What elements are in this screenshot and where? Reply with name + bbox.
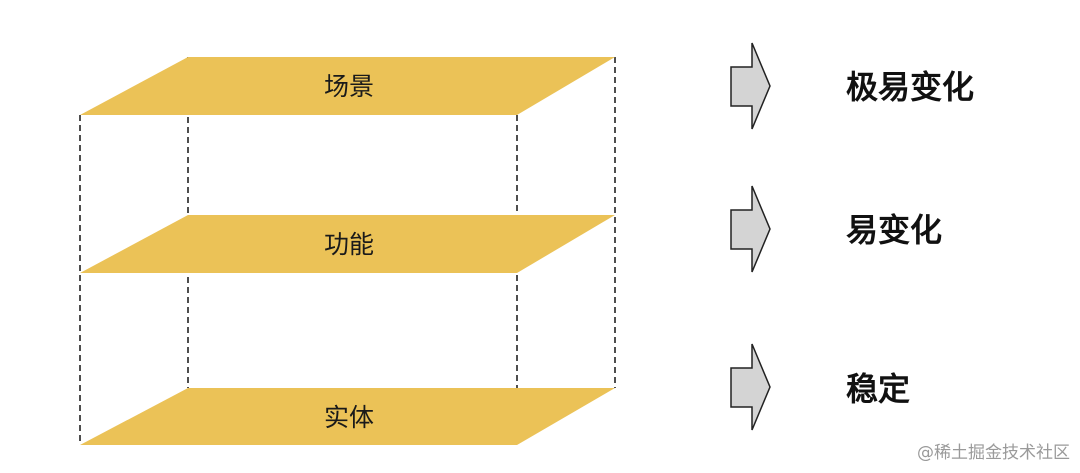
stability-label-entity: 稳定: [846, 370, 910, 408]
layer-label-function: 功能: [324, 230, 374, 259]
chevron-arrow-right-icon: [730, 185, 771, 273]
chevron-arrow-right-icon: [730, 42, 771, 130]
layer-plane-entity: [80, 388, 615, 445]
stability-label-function: 易变化: [846, 211, 942, 249]
stability-label-scene: 极易变化: [846, 68, 974, 106]
stability-labels: 极易变化 易变化 稳定: [846, 68, 974, 408]
watermark-text: @稀土掘金技术社区: [917, 443, 1070, 463]
layer-label-entity: 实体: [324, 403, 374, 432]
arrows: [730, 42, 771, 431]
layer-function: 功能: [80, 215, 615, 273]
layer-scene: 场景: [80, 57, 615, 115]
chevron-arrow-right-icon: [730, 343, 771, 431]
layer-entity: 实体: [80, 388, 615, 445]
layer-label-scene: 场景: [324, 72, 374, 101]
layer-plane-scene: [80, 57, 615, 115]
layer-plane-function: [80, 215, 615, 273]
